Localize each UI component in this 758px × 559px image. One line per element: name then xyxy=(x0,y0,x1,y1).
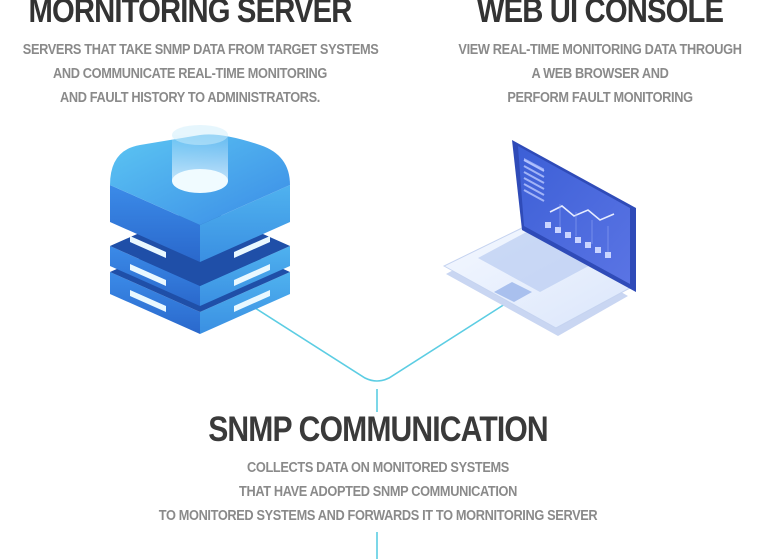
snmp-desc-line: COLLECTS DATA ON MONITORED SYSTEMS xyxy=(247,460,509,476)
server-description: SERVERS THAT TAKE SNMP DATA FROM TARGET … xyxy=(22,38,379,110)
server-icon xyxy=(110,125,290,334)
server-title: MORNITORING SERVER xyxy=(28,0,352,30)
snmp-title: SNMP COMMUNICATION xyxy=(208,410,548,449)
server-desc-line: AND COMMUNICATE REAL-TIME MONITORING xyxy=(53,66,327,82)
server-desc-line: SERVERS THAT TAKE SNMP DATA FROM TARGET … xyxy=(22,42,379,58)
console-desc-line: A WEB BROWSER AND xyxy=(531,66,669,82)
console-desc-line: PERFORM FAULT MONITORING xyxy=(507,90,693,106)
snmp-desc-line: TO MONITORED SYSTEMS AND FORWARDS IT TO … xyxy=(158,508,598,524)
console-desc-line: VIEW REAL-TIME MONITORING DATA THROUGH xyxy=(458,42,742,58)
snmp-description: COLLECTS DATA ON MONITORED SYSTEMS THAT … xyxy=(158,456,598,528)
connector-lines xyxy=(251,303,506,559)
console-description: VIEW REAL-TIME MONITORING DATA THROUGH A… xyxy=(442,38,758,110)
connector-server xyxy=(251,303,506,382)
console-title: WEB UI CONSOLE xyxy=(476,0,724,30)
server-desc-line: AND FAULT HISTORY TO ADMINISTRATORS. xyxy=(59,90,321,106)
laptop-icon xyxy=(442,140,636,336)
snmp-desc-line: THAT HAVE ADOPTED SNMP COMMUNICATION xyxy=(239,484,517,500)
